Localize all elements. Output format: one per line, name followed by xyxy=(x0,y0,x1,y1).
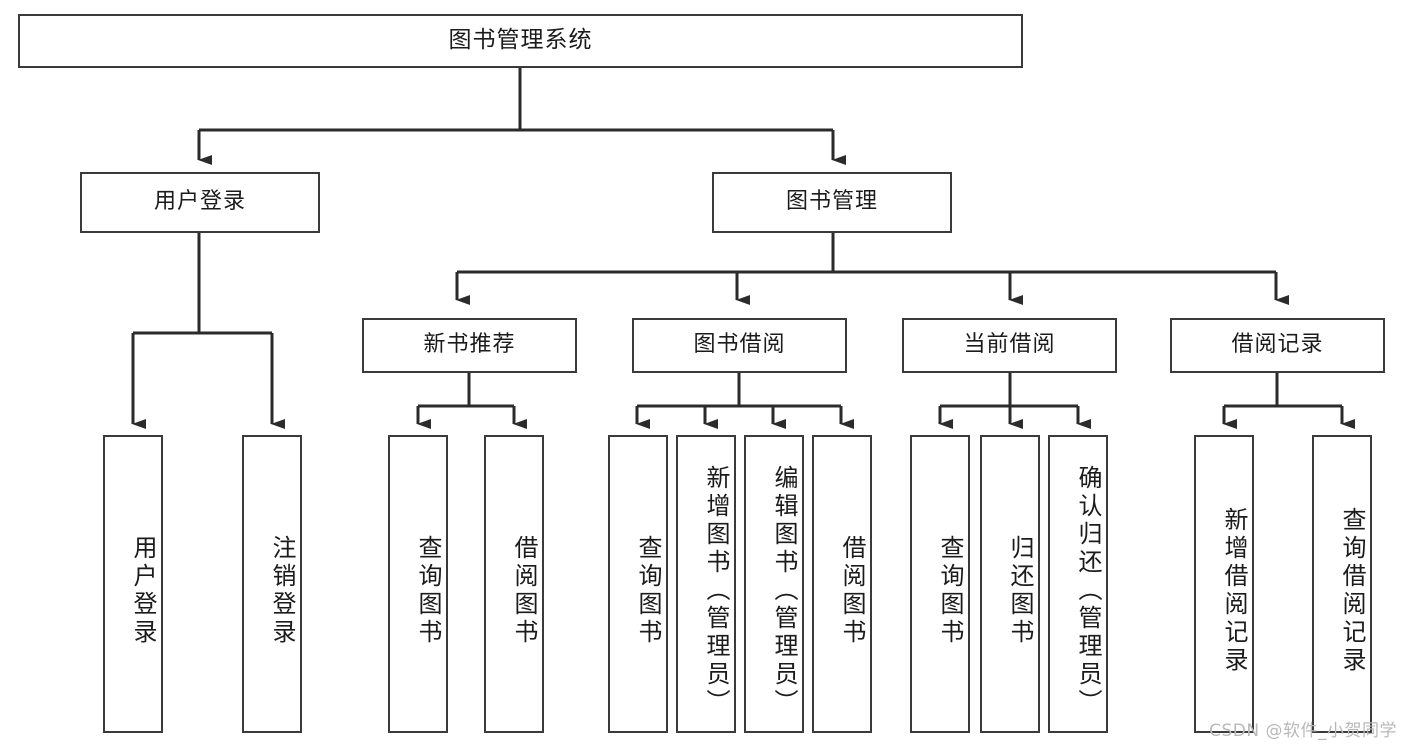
node-label: 注销登录 xyxy=(268,535,296,647)
node-label: 编辑图书（管理员） xyxy=(770,465,798,717)
node-leaf-query-book-1[interactable]: 查询图书 xyxy=(388,435,448,733)
node-book-manage[interactable]: 图书管理 xyxy=(712,172,952,233)
node-leaf-add-book[interactable]: 新增图书（管理员） xyxy=(676,435,736,733)
node-label: 新增借阅记录 xyxy=(1220,507,1248,675)
node-label: 确认归还（管理员） xyxy=(1074,465,1102,717)
node-label: 图书管理 xyxy=(785,189,878,215)
node-book-borrow[interactable]: 图书借阅 xyxy=(632,318,847,373)
node-leaf-borrow-book-1[interactable]: 借阅图书 xyxy=(484,435,544,733)
node-leaf-logout-login[interactable]: 注销登录 xyxy=(242,435,302,733)
node-leaf-return-book[interactable]: 归还图书 xyxy=(980,435,1040,733)
node-label: 查询图书 xyxy=(936,535,964,647)
node-user-login[interactable]: 用户登录 xyxy=(80,172,320,233)
node-leaf-query-record[interactable]: 查询借阅记录 xyxy=(1312,435,1372,733)
node-label: 当前借阅 xyxy=(963,332,1056,358)
node-root-system[interactable]: 图书管理系统 xyxy=(18,14,1023,68)
watermark-text: CSDN @软件_小贺同学 xyxy=(1209,721,1397,741)
node-leaf-add-record[interactable]: 新增借阅记录 xyxy=(1194,435,1254,733)
node-label: 归还图书 xyxy=(1006,535,1034,647)
node-label: 借阅图书 xyxy=(838,535,866,647)
node-label: 查询图书 xyxy=(634,535,662,647)
node-label: 图书借阅 xyxy=(693,332,786,358)
node-leaf-query-book-2[interactable]: 查询图书 xyxy=(608,435,668,733)
node-label: 查询图书 xyxy=(414,535,442,647)
node-label: 用户登录 xyxy=(129,535,157,647)
node-borrow-record[interactable]: 借阅记录 xyxy=(1170,318,1385,373)
node-leaf-confirm-return[interactable]: 确认归还（管理员） xyxy=(1048,435,1108,733)
node-new-book-recommend[interactable]: 新书推荐 xyxy=(362,318,577,373)
node-label: 借阅记录 xyxy=(1231,332,1324,358)
node-leaf-user-login[interactable]: 用户登录 xyxy=(103,435,163,733)
node-label: 用户登录 xyxy=(153,189,246,215)
node-leaf-edit-book[interactable]: 编辑图书（管理员） xyxy=(744,435,804,733)
node-leaf-borrow-book-2[interactable]: 借阅图书 xyxy=(812,435,872,733)
node-label: 借阅图书 xyxy=(510,535,538,647)
node-current-borrow[interactable]: 当前借阅 xyxy=(902,318,1117,373)
node-label: 查询借阅记录 xyxy=(1338,507,1366,675)
node-label: 新书推荐 xyxy=(423,332,516,358)
node-label: 图书管理系统 xyxy=(448,27,593,54)
node-label: 新增图书（管理员） xyxy=(702,465,730,717)
node-leaf-query-book-3[interactable]: 查询图书 xyxy=(910,435,970,733)
